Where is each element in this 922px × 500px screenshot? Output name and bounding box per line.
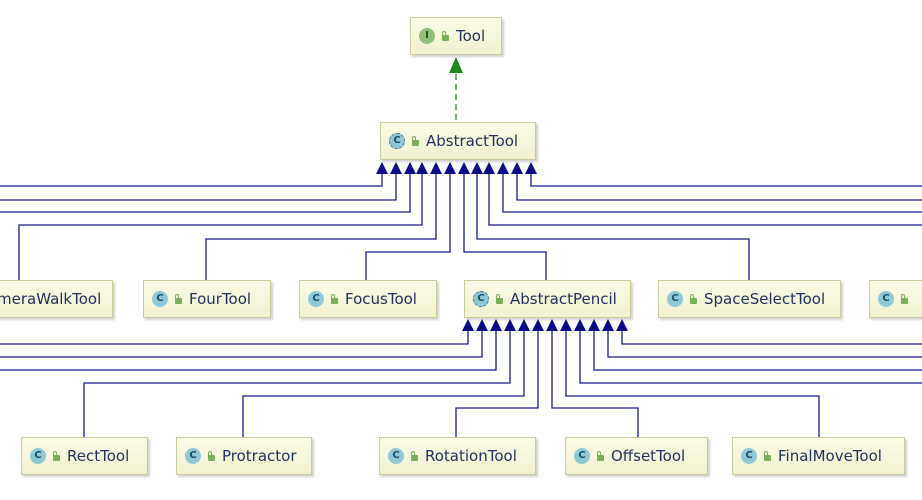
public-lock-icon	[52, 451, 61, 461]
class-name: RectTool	[67, 447, 130, 465]
public-lock-icon	[900, 294, 909, 304]
class-name: SpaceSelectTool	[704, 290, 826, 308]
class-icon: C	[574, 448, 590, 464]
public-lock-icon	[441, 31, 450, 41]
extends-edges-abstract-tool	[0, 174, 922, 280]
public-lock-icon	[207, 451, 216, 461]
public-lock-icon	[174, 294, 183, 304]
public-lock-icon	[410, 451, 419, 461]
node-camera-walk-tool[interactable]: meraWalkTool	[0, 280, 113, 318]
abstract-class-icon: C	[389, 133, 405, 149]
class-icon: C	[388, 448, 404, 464]
node-focus-tool[interactable]: C FocusTool	[299, 280, 437, 318]
node-offscreen-tool[interactable]: C	[869, 280, 922, 318]
class-name: AbstractPencil	[510, 290, 617, 308]
interface-icon: I	[419, 28, 435, 44]
class-icon: C	[741, 448, 757, 464]
public-lock-icon	[596, 451, 605, 461]
node-rotation-tool[interactable]: C RotationTool	[379, 437, 536, 475]
public-lock-icon	[763, 451, 772, 461]
class-icon: C	[152, 291, 168, 307]
class-name: FinalMoveTool	[778, 447, 882, 465]
class-name: OffsetTool	[611, 447, 686, 465]
public-lock-icon	[495, 294, 504, 304]
node-offset-tool[interactable]: C OffsetTool	[565, 437, 708, 475]
node-four-tool[interactable]: C FourTool	[143, 280, 271, 318]
class-name: RotationTool	[425, 447, 517, 465]
public-lock-icon	[411, 136, 420, 146]
node-protractor[interactable]: C Protractor	[176, 437, 312, 475]
public-lock-icon	[689, 294, 698, 304]
node-final-move-tool[interactable]: C FinalMoveTool	[732, 437, 905, 475]
arrowheads-abstract-tool	[376, 162, 537, 174]
node-abstract-pencil[interactable]: C AbstractPencil	[464, 280, 631, 318]
class-name: Protractor	[222, 447, 297, 465]
node-abstract-tool[interactable]: C AbstractTool	[380, 122, 536, 160]
node-rect-tool[interactable]: C RectTool	[21, 437, 148, 475]
class-icon: C	[30, 448, 46, 464]
node-space-select-tool[interactable]: C SpaceSelectTool	[658, 280, 841, 318]
class-icon: C	[308, 291, 324, 307]
class-icon: C	[185, 448, 201, 464]
extends-edges-abstract-pencil	[0, 331, 922, 437]
class-name: FocusTool	[345, 290, 417, 308]
node-tool[interactable]: I Tool	[410, 17, 502, 55]
public-lock-icon	[330, 294, 339, 304]
class-icon: C	[667, 291, 683, 307]
class-name: meraWalkTool	[0, 290, 102, 308]
class-name: AbstractTool	[426, 132, 519, 150]
implements-edge	[449, 57, 463, 120]
abstract-class-icon: C	[473, 291, 489, 307]
class-name: FourTool	[189, 290, 252, 308]
class-icon: C	[878, 291, 894, 307]
class-name: Tool	[456, 27, 486, 45]
arrowheads-abstract-pencil	[462, 319, 628, 331]
